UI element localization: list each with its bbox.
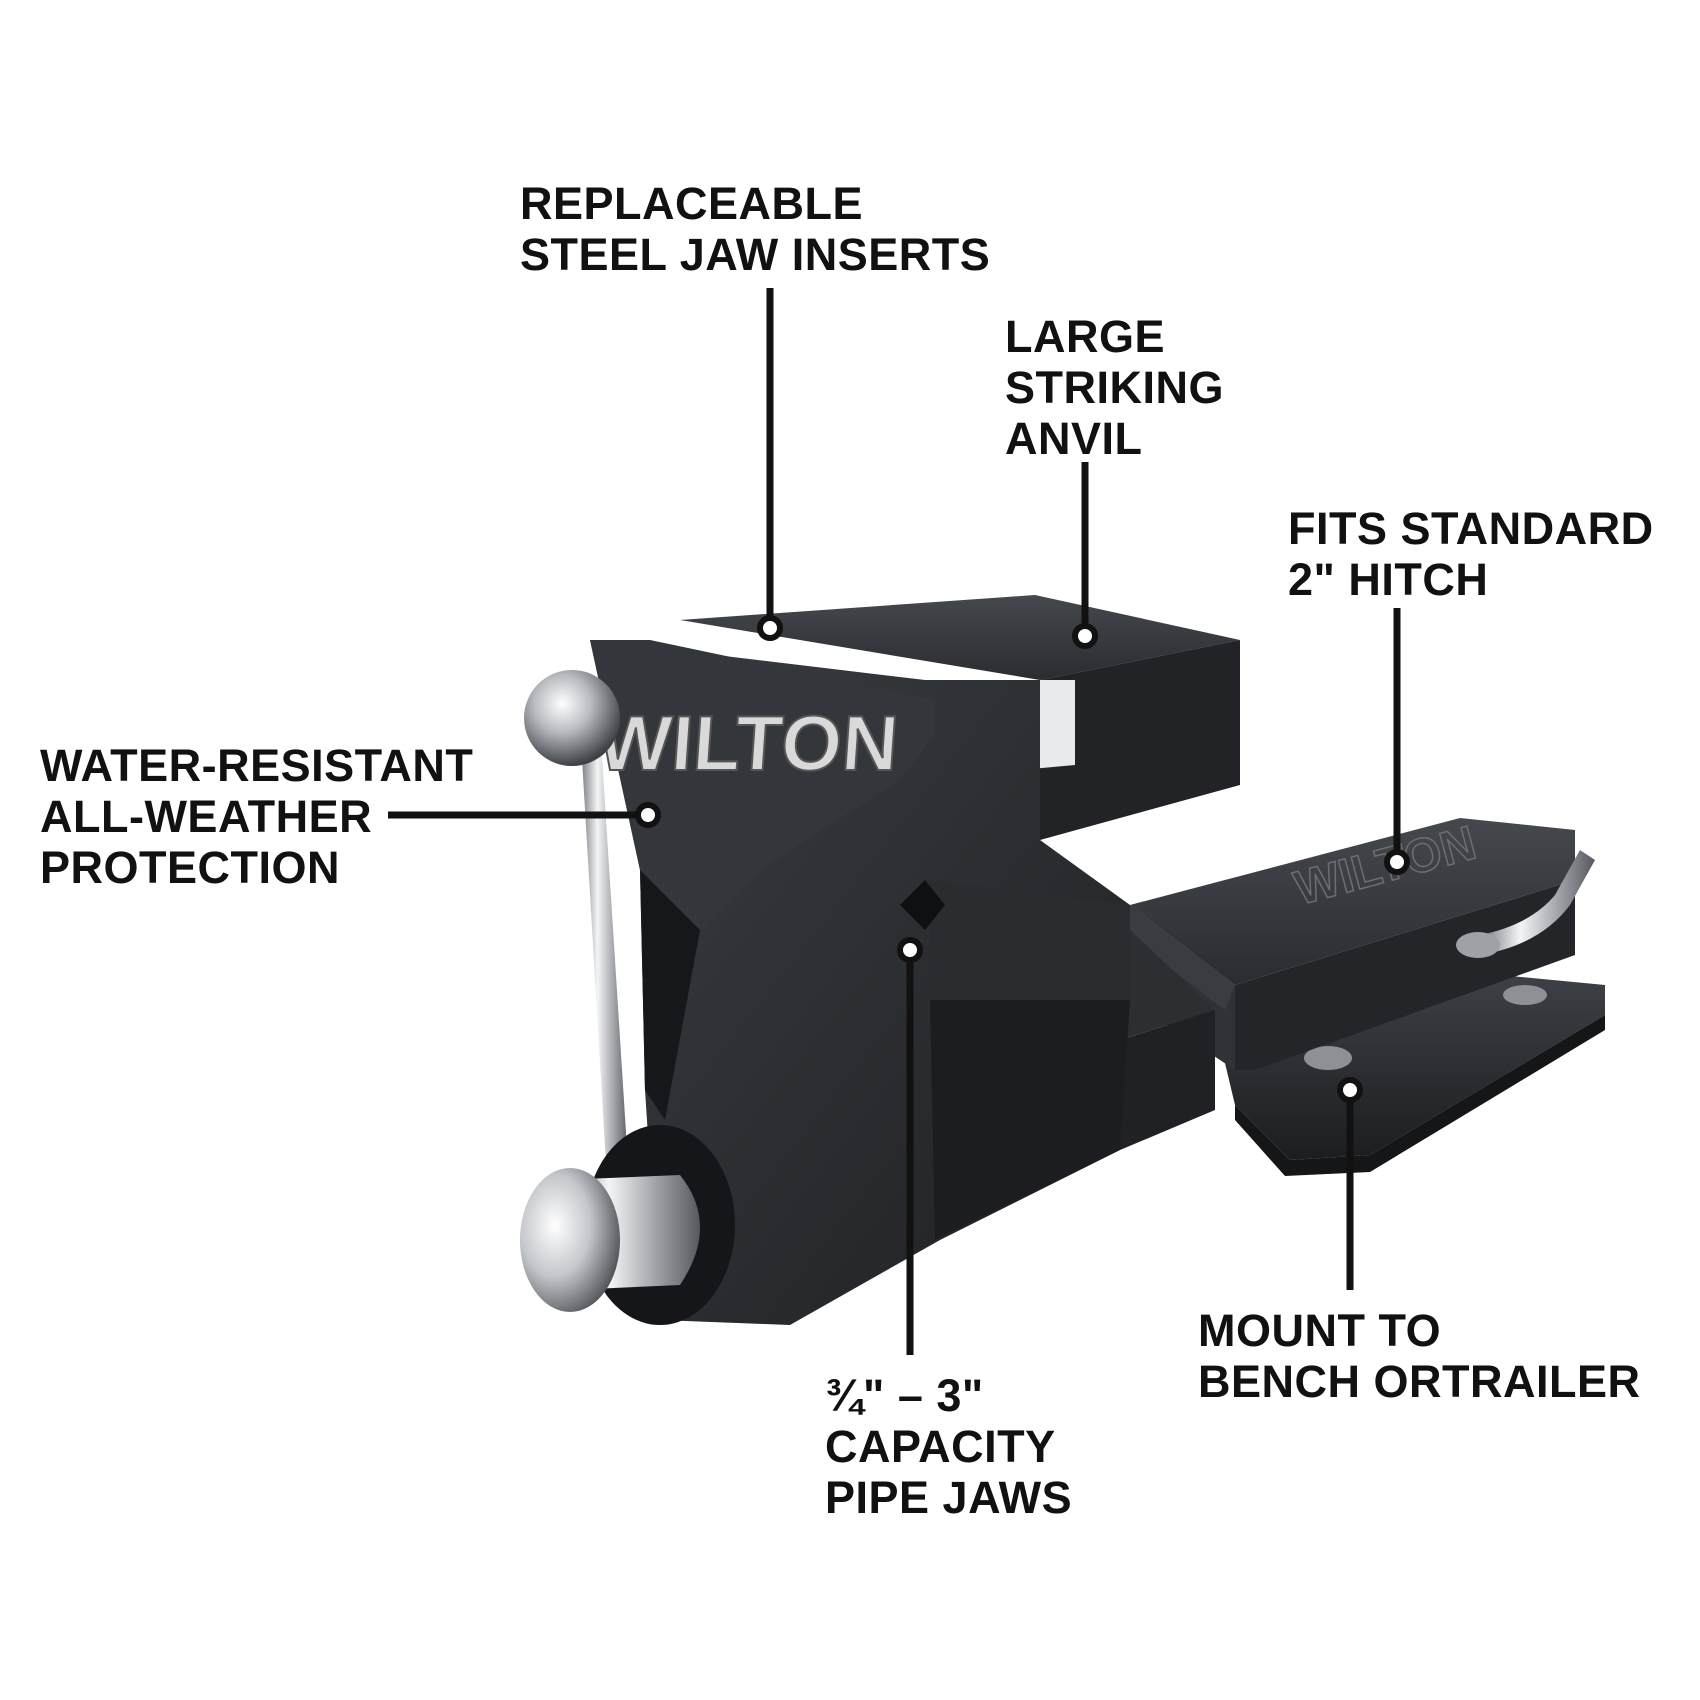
leader-dot-anvil xyxy=(1072,623,1098,649)
callout-anvil: LARGE STRIKING ANVIL xyxy=(1005,311,1224,464)
vise-handle xyxy=(524,670,630,1198)
leader-dot-jaw-inserts xyxy=(757,615,783,641)
callout-jaw-inserts: REPLACEABLE STEEL JAW INSERTS xyxy=(520,178,990,280)
callout-water-line-1: WATER-RESISTANT xyxy=(40,740,474,791)
callout-anvil-line-3: ANVIL xyxy=(1005,413,1143,464)
callout-anvil-line-2: STRIKING xyxy=(1005,362,1225,413)
pipe-jaw-notch xyxy=(900,880,945,930)
hitch-receiver: WILTON xyxy=(1130,816,1575,1070)
callout-mount: MOUNT TO BENCH ORTRAILER xyxy=(1198,1305,1641,1407)
vise-front-body: WILTON xyxy=(590,640,1130,1325)
leader-dot-hitch xyxy=(1384,849,1410,875)
callout-jaw-inserts-line-2: STEEL JAW INSERTS xyxy=(520,229,991,280)
leader-dot-mount xyxy=(1337,1077,1363,1103)
leader-dot-water xyxy=(635,802,661,828)
callout-hitch-line-1: FITS STANDARD xyxy=(1288,503,1654,554)
hitch-pin-clip xyxy=(1456,850,1595,958)
callout-jaw-inserts-line-1: REPLACEABLE xyxy=(520,178,864,229)
callout-water-line-3: PROTECTION xyxy=(40,842,341,893)
wilton-logo: WILTON xyxy=(595,699,901,787)
bolt-head-front xyxy=(1304,1046,1352,1070)
callout-water-line-2: ALL-WEATHER xyxy=(40,791,373,842)
callout-pipe-line-1: ¾" – 3" xyxy=(825,1370,984,1421)
callout-anvil-line-1: LARGE xyxy=(1005,311,1165,362)
callout-hitch-line-2: 2" HITCH xyxy=(1288,554,1489,605)
handle-ball xyxy=(524,670,620,766)
spindle-knob xyxy=(520,1125,735,1325)
callout-pipe-jaws: ¾" – 3" CAPACITY PIPE JAWS xyxy=(825,1370,1072,1523)
callout-water-resistant: WATER-RESISTANT ALL-WEATHER PROTECTION xyxy=(40,740,473,893)
bolt-head-rear xyxy=(1503,985,1547,1005)
anvil xyxy=(680,595,1240,840)
callout-hitch: FITS STANDARD 2" HITCH xyxy=(1288,503,1654,605)
callout-pipe-line-3: PIPE JAWS xyxy=(825,1472,1073,1523)
leader-lines xyxy=(388,288,1410,1355)
callout-pipe-line-2: CAPACITY xyxy=(825,1421,1056,1472)
callout-mount-line-1: MOUNT TO xyxy=(1198,1305,1442,1356)
leader-dot-pipe-jaws xyxy=(897,937,923,963)
callout-mount-line-2: BENCH ORTRAILER xyxy=(1198,1356,1641,1407)
